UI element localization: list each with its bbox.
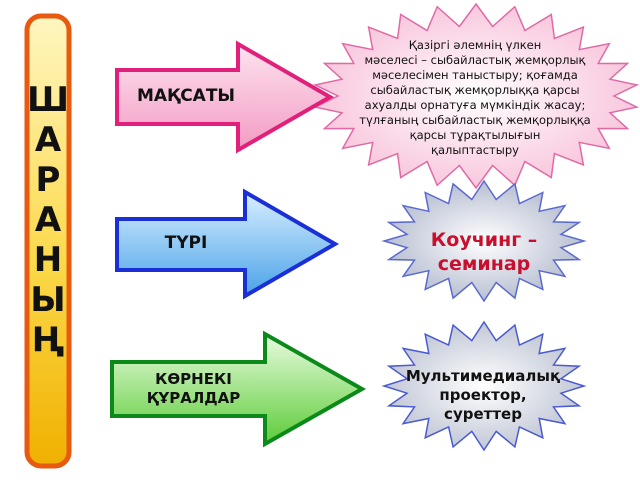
goal-label: МАҚСАТЫ [136, 86, 236, 106]
title-letter: Н [33, 240, 63, 280]
title-letter: Ы [30, 280, 66, 320]
title-letter: Р [35, 160, 61, 200]
tools-starburst [381, 320, 587, 452]
tools-label: КӨРНЕКІ ҚҰРАЛДАР [146, 370, 241, 407]
title-bar [24, 13, 72, 469]
title-letter: Ң [31, 320, 65, 360]
type-arrow [115, 188, 339, 300]
title-letter: Ш [26, 80, 69, 120]
tools-arrow [110, 330, 367, 448]
goal-starburst [312, 2, 640, 190]
title-letter: А [34, 120, 62, 160]
goal-arrow [115, 40, 335, 154]
goal-description: Қазіргі әлемнің үлкен мәселесі – сыбайла… [359, 38, 591, 157]
tools-description: Мультимедиалық проектор, суреттер [405, 367, 561, 423]
type-description: Коучинг – семинар [430, 229, 538, 275]
title-letter: А [34, 200, 62, 240]
type-label: ТҮРІ [164, 233, 208, 253]
vertical-title: Ш А Р А Н Ы Ң [24, 80, 72, 360]
type-starburst [381, 179, 587, 303]
